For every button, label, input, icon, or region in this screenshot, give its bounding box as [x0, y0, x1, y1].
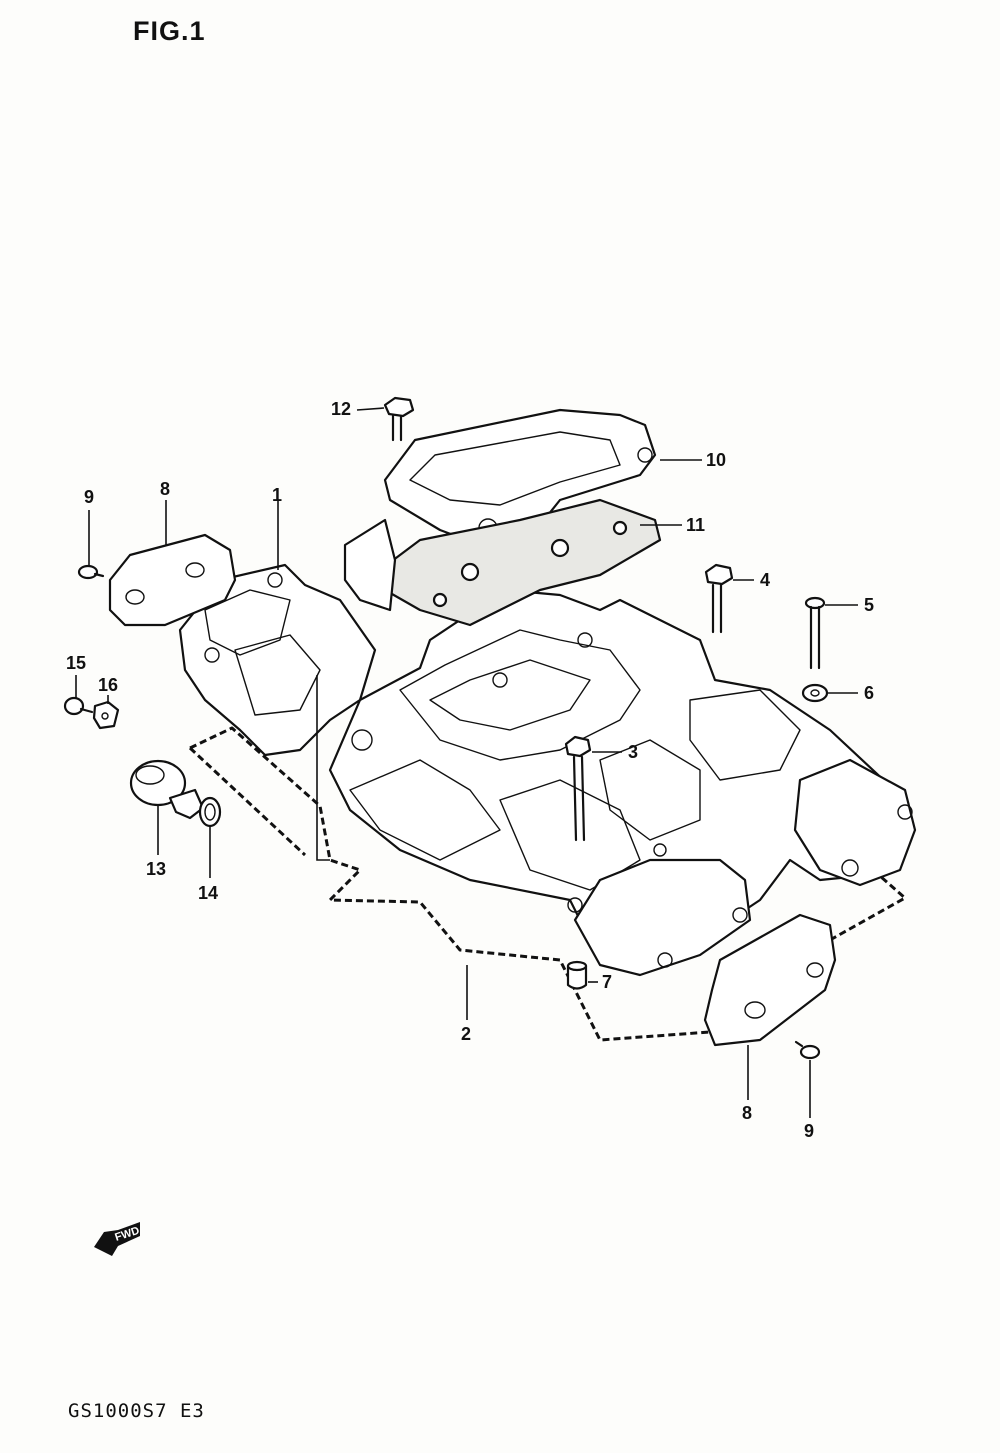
bolt-15	[63, 696, 94, 716]
direction-arrow-icon	[94, 1222, 140, 1256]
callout-8-left: 8	[160, 479, 171, 499]
bolt-5	[804, 596, 826, 670]
washer-6	[801, 683, 829, 703]
callout-1: 1	[272, 485, 283, 505]
screw-9-right	[794, 1040, 821, 1060]
callout-3: 3	[628, 742, 639, 762]
callout-14: 14	[198, 883, 219, 903]
callout-4: 4	[760, 570, 771, 590]
callout-12: 12	[331, 399, 352, 419]
callout-9-right: 9	[804, 1121, 815, 1141]
callout-9-left: 9	[84, 487, 95, 507]
breather-gasket	[378, 498, 662, 627]
callout-13: 13	[146, 859, 167, 879]
breather-base	[343, 518, 397, 612]
callout-10: 10	[706, 450, 727, 470]
o-ring-14	[198, 796, 222, 828]
clamp-16	[92, 700, 120, 730]
callout-16: 16	[98, 675, 119, 695]
callout-5: 5	[864, 595, 875, 615]
callout-8-right: 8	[742, 1103, 753, 1123]
dowel-7	[566, 960, 588, 990]
cam-cap-front	[573, 858, 752, 977]
cam-cap-left	[178, 563, 377, 757]
bolt-3	[564, 735, 592, 842]
callout-2: 2	[461, 1024, 472, 1044]
bolt-12	[383, 396, 415, 442]
callout-11: 11	[686, 515, 706, 535]
figure-title: FIG.1	[133, 16, 206, 46]
end-cover-right	[703, 913, 837, 1047]
cam-cap-right	[793, 758, 917, 887]
callout-6: 6	[864, 683, 875, 703]
screw-9-left	[77, 564, 105, 580]
bolt-4	[704, 563, 734, 634]
end-cover-left	[108, 533, 237, 627]
model-code: GS1000S7 E3	[68, 1400, 205, 1422]
callout-15: 15	[66, 653, 87, 673]
callout-7: 7	[602, 972, 613, 992]
breather-cover	[383, 408, 657, 547]
leader-lines	[75, 407, 858, 1118]
cap-13	[129, 759, 205, 820]
